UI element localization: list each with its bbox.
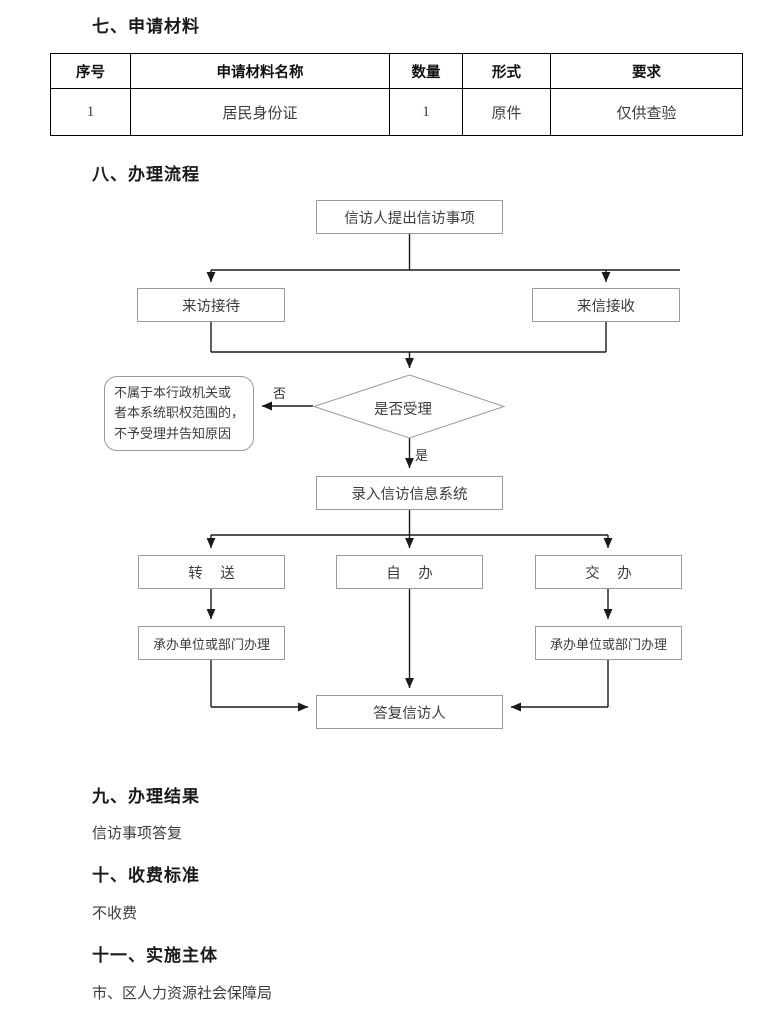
flow-node-reject-line-3: 不予受理并告知原因: [114, 425, 232, 441]
flow-node-handle-left: 承办单位或部门办理: [138, 626, 285, 660]
section-heading-process: 八、办理流程: [92, 165, 200, 184]
flow-edge-label-no: 否: [273, 386, 287, 401]
flow-node-letter-reception: 来信接收: [532, 288, 680, 322]
flow-node-branch-transfer: 转 送: [138, 555, 285, 589]
flow-node-branch-self: 自 办: [336, 555, 483, 589]
flowchart-connectors: [206, 234, 680, 712]
flow-node-handle-right: 承办单位或部门办理: [535, 626, 682, 660]
section-heading-authority: 十一、实施主体: [92, 946, 218, 965]
section-heading-result: 九、办理结果: [92, 787, 200, 806]
flow-node-visit-reception: 来访接待: [137, 288, 285, 322]
table-row: 1 居民身份证 1 原件 仅供查验: [50, 88, 743, 136]
flow-node-reject-line-2: 者本系统职权范围的，: [114, 405, 245, 421]
flow-edge-label-yes: 是: [415, 448, 429, 463]
flow-node-reply: 答复信访人: [316, 695, 503, 729]
flow-node-entry-system: 录入信访信息系统: [316, 476, 503, 510]
flow-node-reject: 不属于本行政机关或 者本系统职权范围的， 不予受理并告知原因: [104, 376, 254, 451]
column-header-form: 形式: [462, 53, 551, 89]
section-heading-materials: 七、申请材料: [92, 17, 200, 36]
process-flowchart: 信访人提出信访事项 来访接待 来信接收 是否受理 否 是 不属于本行政机关或 者…: [0, 180, 774, 750]
flow-node-reject-line-1: 不属于本行政机关或: [114, 385, 232, 401]
section-text-result: 信访事项答复: [92, 826, 183, 842]
column-header-name: 申请材料名称: [130, 53, 390, 89]
column-header-seq: 序号: [50, 53, 131, 89]
flow-node-branch-assign: 交 办: [535, 555, 682, 589]
cell-seq: 1: [50, 88, 131, 136]
section-text-fee: 不收费: [92, 906, 138, 922]
flow-node-start: 信访人提出信访事项: [316, 200, 503, 234]
cell-form: 原件: [462, 88, 551, 136]
flow-node-decision-label: 是否受理: [374, 402, 432, 418]
cell-req: 仅供查验: [550, 88, 743, 136]
column-header-qty: 数量: [389, 53, 463, 89]
cell-qty: 1: [389, 88, 463, 136]
column-header-req: 要求: [550, 53, 743, 89]
section-text-authority: 市、区人力资源社会保障局: [92, 986, 273, 1002]
materials-table: 序号 申请材料名称 数量 形式 要求 1 居民身份证 1 原件 仅供查验: [50, 53, 743, 136]
section-heading-fee: 十、收费标准: [92, 866, 200, 885]
table-header-row: 序号 申请材料名称 数量 形式 要求: [50, 53, 743, 89]
cell-name: 居民身份证: [130, 88, 390, 136]
